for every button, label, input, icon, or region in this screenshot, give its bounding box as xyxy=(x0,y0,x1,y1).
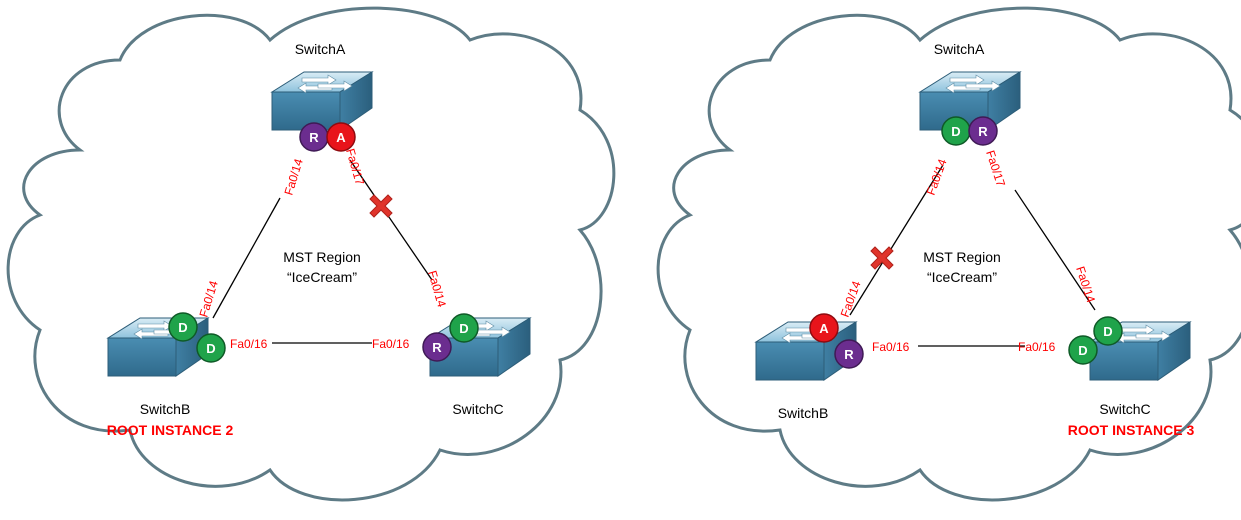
diagram-instance-2: SwitchA SwitchB SwitchC ROOT INSTANCE 2 … xyxy=(6,6,616,502)
role-badge-a-b: R xyxy=(299,122,329,152)
port-label-c-b: Fa0/16 xyxy=(1018,340,1056,354)
role-badge-b-c: R xyxy=(834,339,864,369)
switch-c-label: SwitchC xyxy=(452,401,503,417)
role-badge-c-a: D xyxy=(449,313,479,343)
switch-a-label: SwitchA xyxy=(295,41,346,57)
role-badge-a-c-text: R xyxy=(978,124,988,139)
port-label-b-c: Fa0/16 xyxy=(230,337,268,351)
region-name-line2: “IceCream” xyxy=(287,269,357,285)
diagram-instance-3: SwitchA SwitchB SwitchC ROOT INSTANCE 3 … xyxy=(656,6,1241,502)
role-badge-c-b-text: D xyxy=(1078,343,1087,358)
switch-b-label: SwitchB xyxy=(140,401,191,417)
role-badge-b-c-text: R xyxy=(844,347,854,362)
port-label-c-b: Fa0/16 xyxy=(372,337,410,351)
role-badge-a-c-text: A xyxy=(336,130,346,145)
port-label-b-c: Fa0/16 xyxy=(872,340,910,354)
role-badge-b-a: D xyxy=(168,312,198,342)
role-badge-a-c: A xyxy=(326,122,356,152)
region-name-line2: “IceCream” xyxy=(927,269,997,285)
role-badge-c-b: D xyxy=(1068,335,1098,365)
role-badge-a-b-text: D xyxy=(951,124,960,139)
region-name-line1: MST Region xyxy=(923,249,1001,265)
role-badge-c-b: R xyxy=(422,332,452,362)
region-name-line1: MST Region xyxy=(283,249,361,265)
blocked-link-x-icon xyxy=(870,246,894,270)
link-a-b xyxy=(212,197,281,319)
role-badge-a-b-text: R xyxy=(309,130,319,145)
role-badge-b-a-text: D xyxy=(178,320,187,335)
role-badge-b-a-text: A xyxy=(819,321,829,336)
switch-c-label: SwitchC xyxy=(1099,401,1150,417)
link-a-c xyxy=(1014,189,1096,311)
root-instance-label: ROOT INSTANCE 2 xyxy=(107,422,234,438)
role-badge-b-a: A xyxy=(809,313,839,343)
link-a-c xyxy=(349,159,433,281)
root-instance-label: ROOT INSTANCE 3 xyxy=(1068,422,1195,438)
role-badge-b-c: D xyxy=(196,333,226,363)
role-badge-c-a-text: D xyxy=(459,321,468,336)
role-badge-a-b: D xyxy=(941,116,971,146)
role-badge-b-c-text: D xyxy=(206,341,215,356)
switch-b-label: SwitchB xyxy=(778,405,829,421)
blocked-link-x-icon xyxy=(369,194,393,218)
role-badge-c-a: D xyxy=(1093,316,1123,346)
switch-a-label: SwitchA xyxy=(934,41,985,57)
link-a-b xyxy=(849,164,944,316)
role-badge-a-c: R xyxy=(968,116,998,146)
role-badge-c-b-text: R xyxy=(432,340,442,355)
role-badge-c-a-text: D xyxy=(1103,324,1112,339)
